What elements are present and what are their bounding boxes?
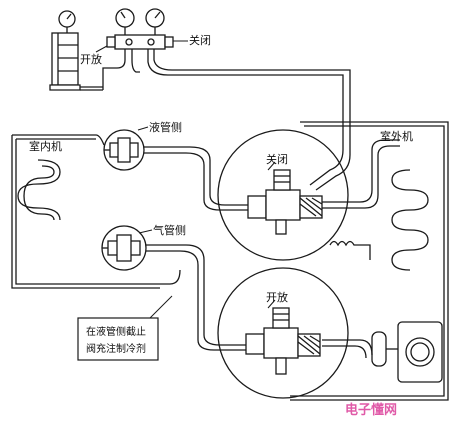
gauge-open-label: 开放 — [80, 52, 102, 66]
watermark: 电子懂网 — [345, 402, 397, 418]
lower-valve-state-label: 开放 — [266, 290, 288, 304]
note-box — [77, 317, 159, 361]
gas-side-label: 气管侧 — [153, 223, 186, 237]
note-line-1: 在液管侧截止 — [86, 325, 146, 338]
upper-valve-state-label: 关闭 — [266, 152, 288, 166]
gauge-close-label: 关闭 — [189, 33, 211, 47]
note-line-2: 阀充注制冷剂 — [86, 342, 146, 355]
liquid-side-label: 液管侧 — [149, 120, 182, 134]
refrigerant-cylinder — [49, 10, 103, 91]
label-pointers — [137, 126, 276, 319]
liquid-side-fitting — [103, 129, 145, 171]
gauge-manifold — [102, 8, 351, 110]
outdoor-unit-label: 室外机 — [380, 129, 413, 143]
gas-side-fitting — [101, 225, 147, 271]
outdoor-unit-box — [290, 121, 449, 401]
upper-service-valve — [217, 129, 349, 261]
indoor-unit-label: 室内机 — [29, 139, 62, 153]
lower-service-valve — [217, 267, 349, 399]
indoor-unit-box — [11, 134, 160, 289]
